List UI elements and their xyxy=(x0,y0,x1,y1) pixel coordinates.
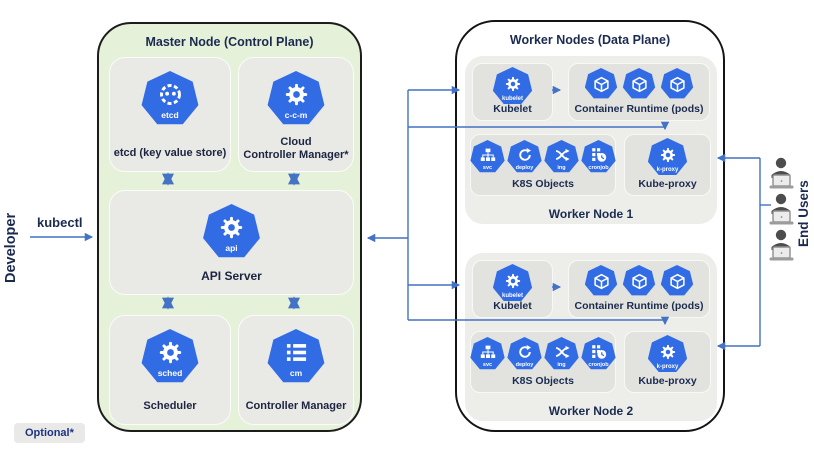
controller-manager-caption: Controller Manager xyxy=(245,400,347,412)
end-user-icon xyxy=(769,157,794,189)
api-server-box: api API Server xyxy=(109,190,354,295)
ccm-icon: c-c-m xyxy=(267,71,325,125)
kube-proxy-box: k-proxy Kube-proxy xyxy=(624,331,711,393)
grid-clock-glyph xyxy=(591,344,606,359)
pod-icon xyxy=(622,265,656,296)
pod-icon xyxy=(584,265,618,296)
controller-manager-icon: cm xyxy=(267,329,325,383)
kube-proxy-caption: Kube-proxy xyxy=(638,375,697,387)
cube-glyph xyxy=(669,76,685,92)
k8s-objects-caption: K8S Objects xyxy=(512,375,574,387)
kubelet-box: kubelet Kubelet xyxy=(472,63,553,121)
pod-icon xyxy=(660,265,694,296)
worker-node-1: kubelet Kubelet xyxy=(465,56,717,224)
gears-glyph xyxy=(285,83,307,106)
master-node-title: Master Node (Control Plane) xyxy=(145,35,314,49)
pod-icons xyxy=(569,68,709,100)
cube-glyph xyxy=(631,273,647,289)
developer-label: Developer xyxy=(3,212,19,284)
grid-clock-glyph xyxy=(591,147,606,162)
list-glyph xyxy=(286,344,306,361)
worker-node-2: kubelet Kubelet xyxy=(465,253,717,421)
cube-glyph xyxy=(593,273,609,289)
tree-glyph xyxy=(480,345,495,358)
etcd-glyph xyxy=(159,84,181,105)
optional-legend-badge: Optional* xyxy=(14,423,85,443)
controller-manager-box: cm Controller Manager xyxy=(238,315,354,425)
api-server-caption: API Server xyxy=(201,269,262,283)
container-runtime-box: Container Runtime (pods) xyxy=(568,63,710,121)
ccm-caption: Cloud Controller Manager* xyxy=(243,135,349,162)
end-user-icon xyxy=(769,193,794,225)
master-node-panel: Master Node (Control Plane) etcd etcd (k… xyxy=(97,22,362,432)
gears-glyph xyxy=(220,216,243,239)
worker-node-2-label: Worker Node 2 xyxy=(548,404,634,418)
pod-icon xyxy=(622,68,656,99)
end-users-label: End Users xyxy=(796,180,811,248)
k8s-objects-box: svc deploy xyxy=(470,331,616,393)
gears-glyph xyxy=(660,147,675,162)
cronjob-icon: cronjob xyxy=(581,140,616,173)
worker-node-1-label: Worker Node 1 xyxy=(548,207,634,221)
pod-icon xyxy=(584,68,618,99)
k8s-object-icons: svc deploy xyxy=(470,337,616,371)
redeploy-arrow-glyph xyxy=(518,344,531,358)
pod-icons xyxy=(569,265,709,297)
deployment-icon: deploy xyxy=(507,140,542,173)
service-icon: svc xyxy=(470,140,505,173)
kubelet-box: kubelet Kubelet xyxy=(472,260,553,318)
cronjob-icon: cronjob xyxy=(581,337,616,370)
kubelet-caption: Kubelet xyxy=(493,300,532,312)
gears-glyph xyxy=(505,273,520,288)
k8s-objects-box: svc deploy xyxy=(470,134,616,196)
kube-proxy-caption: Kube-proxy xyxy=(638,178,697,190)
container-runtime-caption: Container Runtime (pods) xyxy=(574,300,704,312)
kube-proxy-box: k-proxy Kube-proxy xyxy=(624,134,711,196)
kube-proxy-icon: k-proxy xyxy=(647,138,688,176)
kubectl-label: kubectl xyxy=(37,215,83,230)
deployment-icon: deploy xyxy=(507,337,542,370)
scheduler-icon: sched xyxy=(141,329,199,383)
cube-glyph xyxy=(669,273,685,289)
redeploy-arrow-glyph xyxy=(518,147,531,161)
etcd-icon: etcd xyxy=(141,71,199,125)
gears-glyph xyxy=(660,344,675,359)
kubelet-caption: Kubelet xyxy=(493,103,532,115)
kube-proxy-icon: k-proxy xyxy=(647,335,688,373)
service-icon: svc xyxy=(470,337,505,370)
scheduler-box: sched Scheduler xyxy=(109,315,231,425)
tree-glyph xyxy=(480,148,495,161)
ingress-icon: ing xyxy=(544,140,579,173)
cube-glyph xyxy=(631,76,647,92)
worker-nodes-panel: Worker Nodes (Data Plane) k xyxy=(455,20,725,432)
etcd-caption: etcd (key value store) xyxy=(113,147,227,159)
container-runtime-box: Container Runtime (pods) xyxy=(568,260,710,318)
end-user-icon xyxy=(769,229,794,261)
cube-glyph xyxy=(593,76,609,92)
k8s-objects-caption: K8S Objects xyxy=(512,178,574,190)
ingress-icon: ing xyxy=(544,337,579,370)
crossed-arrows-glyph xyxy=(555,148,570,161)
gears-glyph xyxy=(505,76,520,91)
cloud-controller-manager-box: c-c-m Cloud Controller Manager* xyxy=(238,57,354,172)
container-runtime-caption: Container Runtime (pods) xyxy=(574,103,704,115)
api-server-icon: api xyxy=(203,204,260,258)
pod-icon xyxy=(660,68,694,99)
kubelet-icon: kubelet xyxy=(492,264,533,302)
worker-nodes-title: Worker Nodes (Data Plane) xyxy=(509,33,671,47)
scheduler-caption: Scheduler xyxy=(143,400,197,412)
gears-glyph xyxy=(159,341,181,364)
kubelet-icon: kubelet xyxy=(492,67,533,105)
etcd-box: etcd etcd (key value store) xyxy=(109,57,231,172)
k8s-object-icons: svc deploy xyxy=(470,140,616,174)
crossed-arrows-glyph xyxy=(555,345,570,358)
